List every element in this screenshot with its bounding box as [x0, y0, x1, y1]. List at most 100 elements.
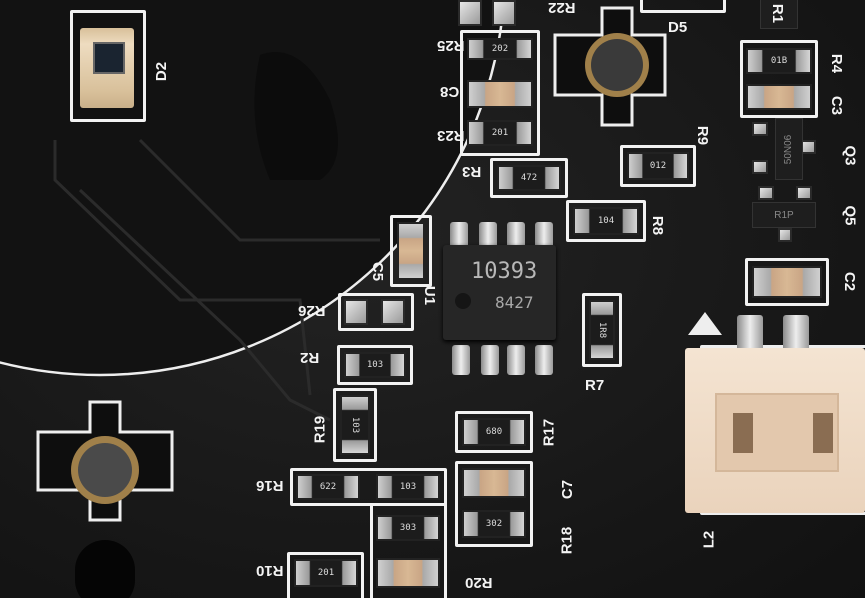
slot-hole [75, 540, 135, 598]
label-q3: Q3 [841, 145, 859, 166]
r7-outline [582, 293, 622, 367]
pcb-detail: 201 [317, 568, 335, 578]
label-r8: R8 [649, 215, 667, 236]
r19-outline [333, 388, 377, 462]
label-l2: L2 [700, 530, 718, 549]
r10-outline [287, 552, 364, 598]
r3-outline [490, 158, 568, 198]
ic-pin [452, 345, 470, 375]
pcb-detail [78, 443, 132, 497]
pin1-marker [688, 312, 722, 335]
label-r9: R9 [694, 125, 712, 146]
resistor-r19: 103 [340, 395, 370, 455]
capacitor-c2 [752, 266, 822, 298]
r1-part [760, 0, 798, 29]
ic-pin [535, 345, 553, 375]
d2-sensor [80, 28, 134, 108]
capacitor-c8 [467, 80, 533, 108]
resistor-r17: 680 [462, 418, 526, 446]
pcb-detail [591, 39, 643, 91]
resistor-r18: 302 [462, 510, 526, 538]
trace [78, 188, 331, 422]
resistor-r20a: 303 [376, 515, 440, 541]
pad [492, 0, 516, 26]
label-c5: C5 [369, 261, 387, 282]
pcb-detail: 103 [349, 416, 360, 434]
pcb-detail: 680 [485, 427, 503, 437]
pcb-detail: 202 [491, 44, 509, 54]
pcb-detail: 01B [770, 56, 788, 66]
solder-pad [752, 122, 768, 136]
label-c2: C2 [841, 271, 859, 292]
c7-r18-outline [455, 461, 533, 547]
label-r20: R20 [465, 574, 493, 591]
pcb-detail: 201 [491, 128, 509, 138]
pcb-detail [813, 413, 833, 453]
pcb-detail: 1R8 [596, 321, 607, 339]
capacitor-c7 [462, 468, 526, 498]
label-r16: R16 [256, 477, 284, 494]
marker-smudge [254, 52, 338, 180]
c2-outline [745, 258, 829, 306]
pcb-detail: 472 [520, 173, 538, 183]
r9-outline [620, 145, 696, 187]
resistor-r4: 01B [746, 48, 812, 74]
transistor-q5: R1P [752, 202, 816, 228]
label-c8: C8 [440, 83, 460, 100]
capacitor-c5 [397, 222, 425, 280]
label-c7: C7 [559, 479, 577, 500]
r4-c3-outline [740, 40, 818, 118]
pcb-detail [733, 413, 753, 453]
resistor-r7: 1R8 [589, 300, 615, 360]
resistor-r23: 201 [467, 120, 533, 146]
label-r4: R4 [828, 53, 846, 74]
pcb-detail: R1P [774, 209, 794, 221]
r16-outline [290, 468, 447, 506]
label-r25: R25 [437, 37, 465, 54]
label-r7: R7 [585, 377, 605, 394]
ic-pin [450, 222, 468, 252]
sensor-window [93, 42, 125, 74]
ic-pin [481, 345, 499, 375]
label-d2: D2 [153, 61, 171, 82]
r8-outline [566, 200, 646, 242]
solder-pad [778, 228, 792, 242]
transistor-q3: 50N06 [775, 118, 803, 180]
label-q5: Q5 [841, 205, 859, 226]
ic-marking-2: 8427 [495, 293, 534, 312]
resistor-r8: 104 [573, 207, 639, 235]
pad-r26 [381, 299, 405, 325]
r2-outline [337, 345, 413, 385]
d5-outline [640, 0, 726, 13]
ic-pin [507, 345, 525, 375]
solder-pad [796, 186, 812, 200]
capacitor-r20b [376, 558, 440, 588]
resistor-r2: 103 [344, 352, 406, 378]
label-r23: R23 [437, 127, 465, 144]
resistor-r16: 622 [296, 474, 360, 500]
label-r26: R26 [298, 302, 326, 319]
resistor-r25: 202 [467, 38, 533, 60]
c5-outline [390, 215, 432, 287]
label-r1: R1 [769, 3, 787, 24]
pcb-detail: 302 [485, 519, 503, 529]
connector-l2[interactable] [685, 348, 865, 513]
solder-pad [758, 186, 774, 200]
pad [458, 0, 482, 26]
pad-r26 [344, 299, 368, 325]
label-d5: D5 [668, 19, 688, 36]
label-r2: R2 [300, 349, 320, 366]
d2-outline [70, 10, 146, 122]
pcb-detail: 104 [597, 216, 615, 226]
ic-pin [507, 222, 525, 252]
label-r10: R10 [256, 562, 284, 579]
ic-marking-1: 10393 [471, 259, 538, 284]
pcb-detail: 012 [649, 161, 667, 171]
trace [138, 138, 380, 242]
ic-pin [479, 222, 497, 252]
r20-outline [370, 503, 447, 598]
label-r19: R19 [311, 415, 329, 444]
pcb-detail: 103 [366, 360, 384, 370]
r25-group-outline [460, 30, 540, 156]
